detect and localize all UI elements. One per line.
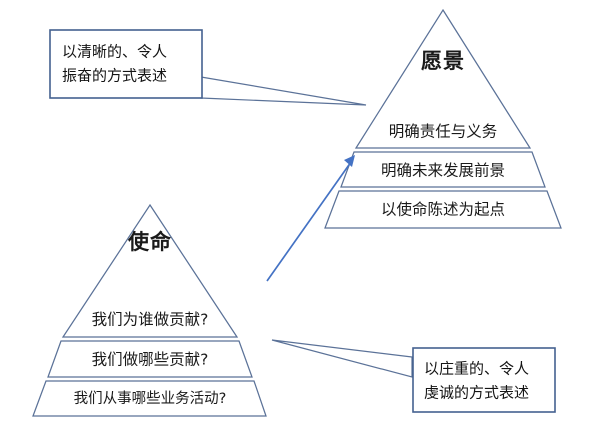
mission-callout-line-1: 以庄重的、令人 <box>424 360 529 378</box>
vision-callout[interactable]: 以清晰的、令人 振奋的方式表述 <box>49 29 367 106</box>
vision-callout-tail <box>200 76 367 106</box>
vision-band-label-1: 明确责任与义务 <box>389 123 498 141</box>
vision-band-label-2: 明确未来发展前景 <box>381 162 505 180</box>
vision-pyramid-band-2 <box>324 190 562 229</box>
connector-arrow-head-icon <box>344 155 355 167</box>
mission-pyramid-title: 使命 <box>127 230 172 254</box>
mission-callout-box[interactable] <box>412 347 556 413</box>
mission-to-vision-arrow <box>266 155 355 282</box>
mission-pyramid[interactable]: 使命 我们为谁做贡献? 我们做哪些贡献? 我们从事哪些业务活动? <box>32 203 267 417</box>
connector-arrow-line <box>266 161 352 282</box>
mission-band-label-1: 我们为谁做贡献? <box>92 311 209 329</box>
mission-pyramid-band-1 <box>47 340 253 378</box>
vision-pyramid-band-1 <box>340 151 546 188</box>
vision-pyramid[interactable]: 愿景 明确责任与义务 明确未来发展前景 以使命陈述为起点 <box>324 8 562 229</box>
vision-callout-line-1: 以清晰的、令人 <box>62 43 167 61</box>
mission-pyramid-band-2 <box>32 380 267 417</box>
mission-callout-tail <box>271 339 413 378</box>
mission-callout[interactable]: 以庄重的、令人 虔诚的方式表述 <box>271 339 556 413</box>
vision-callout-line-2: 振奋的方式表述 <box>62 67 167 85</box>
mission-band-label-2: 我们做哪些贡献? <box>92 351 209 369</box>
vision-pyramid-apex-section <box>354 8 532 149</box>
mission-band-label-3: 我们从事哪些业务活动? <box>74 390 227 407</box>
mission-pyramid-apex-section <box>61 203 239 338</box>
vision-band-label-3: 以使命陈述为起点 <box>381 201 505 219</box>
vision-callout-box[interactable] <box>49 29 203 99</box>
vision-pyramid-title: 愿景 <box>421 49 465 73</box>
mission-callout-line-2: 虔诚的方式表述 <box>424 384 529 402</box>
